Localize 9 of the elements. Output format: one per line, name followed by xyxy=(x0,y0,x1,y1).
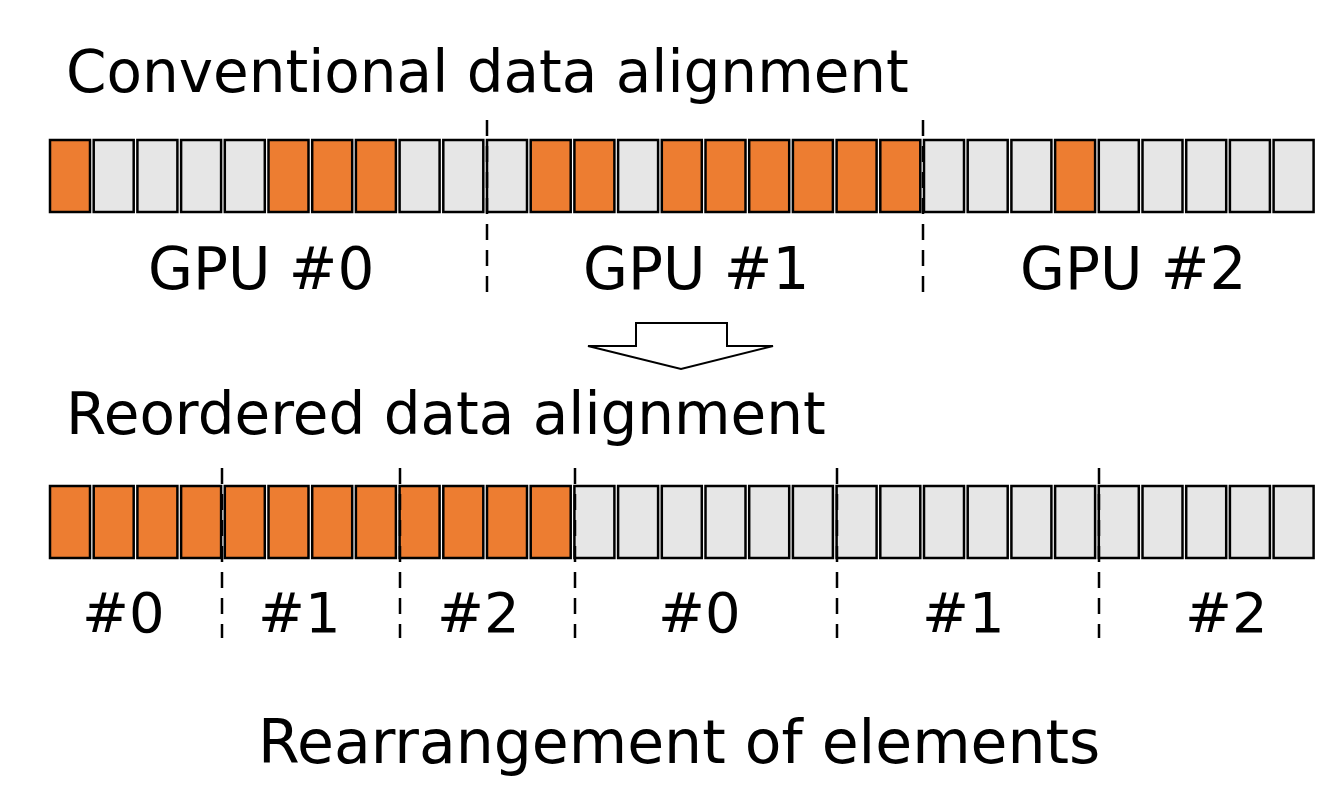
group-label: #0 xyxy=(658,585,741,641)
group-label: GPU #0 xyxy=(148,240,375,298)
group-label: #1 xyxy=(922,585,1005,641)
group-label: GPU #1 xyxy=(583,240,810,298)
group-label: #0 xyxy=(82,585,165,641)
group-label: #2 xyxy=(437,585,520,641)
group-label: #2 xyxy=(1185,585,1268,641)
group-label: GPU #2 xyxy=(1020,240,1247,298)
group-label: #1 xyxy=(258,585,341,641)
